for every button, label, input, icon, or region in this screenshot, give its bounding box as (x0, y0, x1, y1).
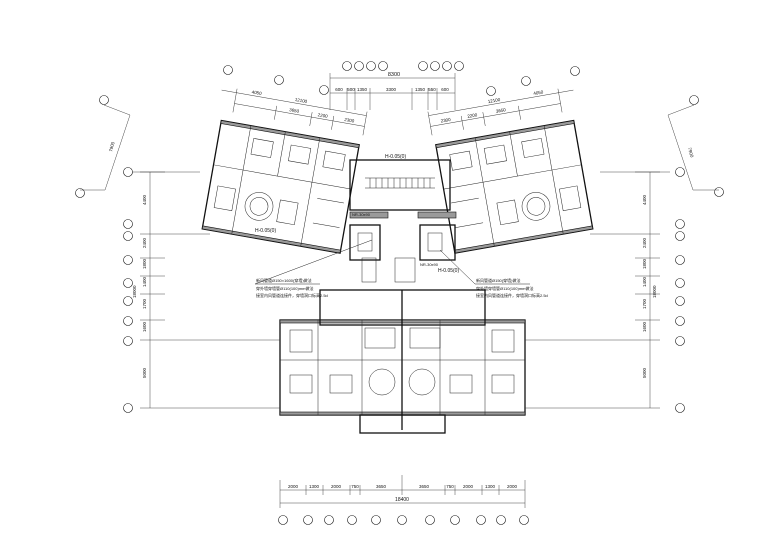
dim-right-wing-side: 7900 (687, 147, 695, 158)
dim-right-4: 1700 (642, 298, 647, 309)
dim-bottom-3: 750 (351, 484, 359, 489)
dim-right-3: 1400 (642, 276, 647, 287)
dim-bottom-0: 2000 (288, 484, 299, 489)
note-right-main: 新风管道Ø150(穿墙)做法 (476, 277, 520, 283)
core-level-right: H-0.05(0) (438, 268, 459, 274)
dim-core-4: 1350 (415, 87, 426, 92)
dim-core-1: 500 (347, 87, 355, 92)
dim-left-2: 1800 (142, 258, 147, 269)
dim-left-wing-side: 7900 (108, 141, 116, 152)
wing-side-dims: 7900 7900 (80, 104, 719, 191)
dim-bottom-7: 2000 (463, 484, 474, 489)
note-left-sub2: 接室内风管道连接件，穿墙洞口标高2.5d (256, 292, 328, 298)
dim-left-wing-4: 2300 (344, 117, 355, 124)
core-left-tag: NR-30x90 (352, 212, 371, 217)
dim-bottom-2: 2000 (331, 484, 342, 489)
dim-left-5: 1600 (142, 321, 147, 332)
dim-right-wing-1: 2200 (467, 112, 478, 119)
dim-bottom-8: 1300 (485, 484, 496, 489)
dim-left-0: 4400 (142, 194, 147, 205)
top-axis-bubbles (75, 61, 724, 198)
stair-treads (369, 178, 431, 188)
dim-right-0: 4400 (642, 194, 647, 205)
dim-left-1: 2400 (142, 237, 147, 248)
note-right-sub2: 接室内风管道连接件，穿墙洞口标高2.5d (476, 292, 548, 298)
dim-left-wing-0: 4050 (251, 89, 262, 96)
dim-left-4: 1700 (142, 298, 147, 309)
dim-core-6: 600 (441, 87, 449, 92)
dim-bottom-1: 1300 (309, 484, 320, 489)
dim-left-6: 18000 (132, 285, 137, 298)
dim-bottom-5: 3650 (419, 484, 430, 489)
dim-left-wing-2: 3650 (289, 107, 300, 114)
bottom-dimension-chain: 2000 1300 2000 750 3650 3650 750 2000 13… (278, 475, 529, 525)
dim-bottom-overall: 18400 (395, 497, 409, 503)
core: H-0.05(0) NR-30x90 NR-30x90 H-0.05(0) (349, 154, 459, 283)
top-dimension-chain: 8300 600 500 1350 3300 1350 550 600 (329, 72, 456, 110)
dim-right-wing-0: 2300 (440, 117, 451, 124)
grid-lines (165, 233, 635, 409)
dim-right-wing-2: 3650 (495, 107, 506, 114)
core-right-tag: NR-30x90 (420, 262, 439, 267)
left-side-dims: 4400 2400 1800 1400 1700 1600 18000 5000 (123, 167, 200, 413)
dim-core-2: 1350 (357, 87, 368, 92)
dim-right-6: 18000 (652, 285, 657, 298)
south-block (279, 289, 526, 434)
left-level: H-0.05(0) (255, 228, 276, 234)
dim-overall-top: 8300 (388, 72, 400, 78)
note-left-main: 新风管道Ø150×1600(穿墙)做法 (256, 277, 312, 283)
dim-right-1: 2400 (642, 237, 647, 248)
dim-core-3: 3300 (386, 87, 397, 92)
dim-bottom-4: 3650 (376, 484, 387, 489)
dim-left-7: 5000 (142, 367, 147, 378)
dim-bottom-9: 2000 (507, 484, 518, 489)
dim-right-5: 1600 (642, 321, 647, 332)
dim-right-wing-3: 12100 (487, 97, 501, 104)
dim-bottom-6: 750 (446, 484, 454, 489)
core-level: H-0.05(0) (385, 154, 406, 160)
left-wing: 4050 12100 3650 2200 2300 (201, 88, 368, 254)
dim-right-2: 1800 (642, 258, 647, 269)
right-wing: 2300 2200 3650 12100 4050 (427, 88, 594, 254)
right-side-dims: 4400 2400 1800 1400 1700 1600 18000 5000 (600, 167, 685, 413)
dim-right-wing-4: 4050 (533, 89, 544, 96)
dim-core-0: 600 (335, 87, 343, 92)
dim-left-wing-1: 12100 (294, 97, 308, 104)
dim-right-7: 5000 (642, 367, 647, 378)
annotation-notes: 新风管道Ø150×1600(穿墙)做法 穿外墙穿墙管Ø110(100)mm做法 … (254, 228, 548, 298)
dim-core-5: 550 (428, 87, 436, 92)
dim-left-3: 1400 (142, 276, 147, 287)
dim-left-wing-3: 2200 (317, 112, 328, 119)
note-left-sub1: 穿外墙穿墙管Ø110(100)mm做法 (256, 285, 314, 291)
note-right-sub1: 穿外墙穿墙管Ø110(100)mm做法 (476, 285, 534, 291)
